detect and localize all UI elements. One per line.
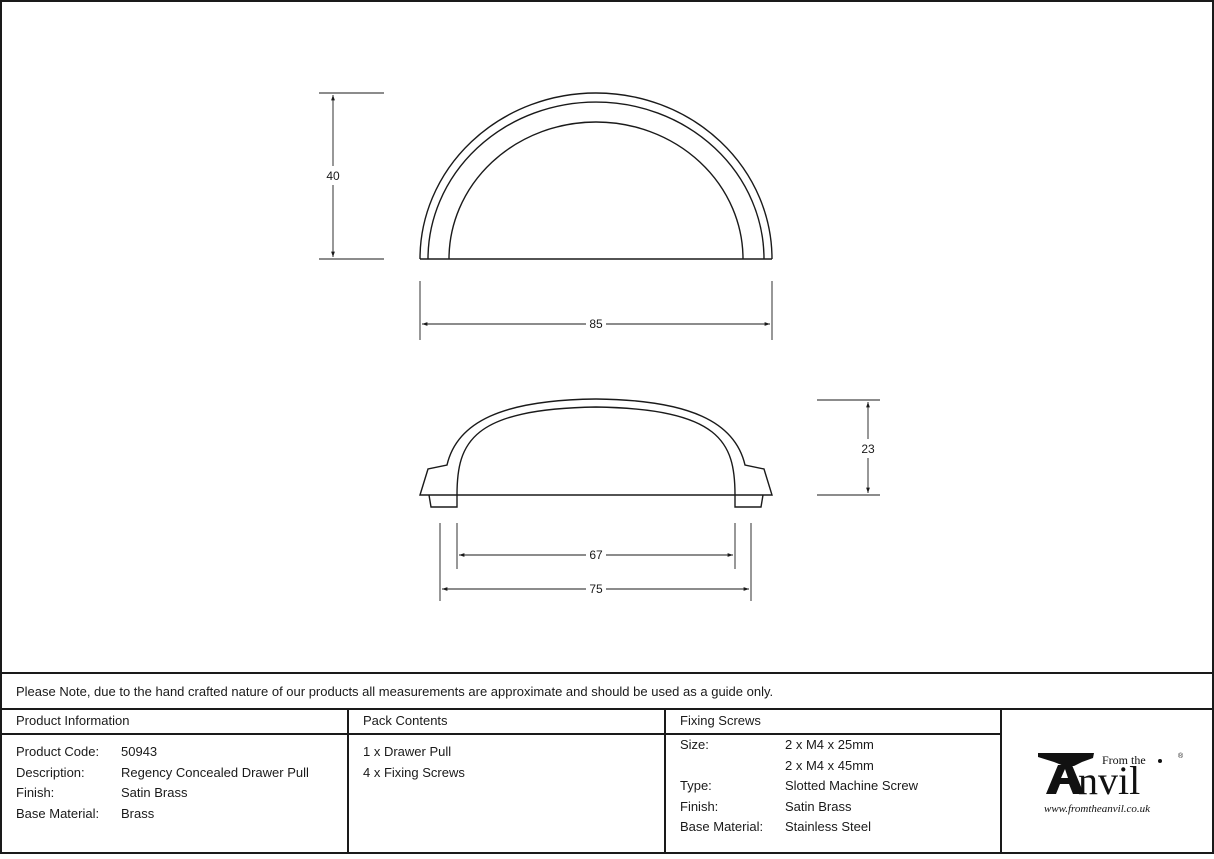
screw-value: Slotted Machine Screw <box>785 778 918 793</box>
info-row-product-code: Product Code: 50943 <box>16 742 347 763</box>
info-value: 50943 <box>121 744 158 759</box>
registered-mark: ® <box>1178 752 1184 760</box>
info-value: Satin Brass <box>121 785 188 800</box>
screw-label: Base Material: <box>680 819 764 834</box>
info-label: Product Code: <box>16 744 100 759</box>
logo-url: www.fromtheanvil.co.uk <box>1044 803 1151 815</box>
product-information-section: Product Information Product Code: 50943 … <box>2 710 349 854</box>
pack-contents-heading: Pack Contents <box>349 710 664 735</box>
base-width-dimension-label: 75 <box>589 582 603 596</box>
front-height-dimension-label: 23 <box>861 442 875 456</box>
top-view <box>419 92 773 260</box>
logo-big-text: nvil <box>1078 758 1140 803</box>
info-label: Description: <box>16 764 85 780</box>
screw-label: Finish: <box>680 798 719 814</box>
info-label: Base Material: <box>16 805 100 821</box>
info-label: Finish: <box>16 785 55 800</box>
top-view-dimensions <box>319 92 773 340</box>
front-view-dimensions <box>439 399 880 601</box>
info-row-base-material: Base Material: Brass <box>16 804 347 825</box>
screw-row-finish: Finish: Satin Brass <box>680 797 1000 818</box>
screw-row-size-2: 2 x M4 x 45mm <box>680 756 1000 777</box>
screw-value: 2 x M4 x 25mm <box>785 737 874 752</box>
screw-label: Type: <box>680 778 712 793</box>
drawing-area: 40 85 <box>2 2 1214 672</box>
width-dimension-label: 85 <box>589 317 603 331</box>
measurement-note: Please Note, due to the hand crafted nat… <box>2 672 1214 710</box>
fixing-screws-heading: Fixing Screws <box>666 710 1000 735</box>
screw-row-size: Size: 2 x M4 x 25mm <box>680 735 1000 756</box>
fixing-centres-dimension-label: 67 <box>589 548 603 562</box>
product-drawing: 40 85 <box>319 92 880 601</box>
screw-value: Satin Brass <box>785 798 852 814</box>
height-dimension-label: 40 <box>326 169 340 183</box>
info-table: Product Information Product Code: 50943 … <box>2 710 1214 856</box>
logo-dot <box>1158 759 1162 763</box>
info-row-description: Description: Regency Concealed Drawer Pu… <box>16 763 347 784</box>
info-value: Regency Concealed Drawer Pull <box>121 764 309 780</box>
screw-row-base-material: Base Material: Stainless Steel <box>680 817 1000 838</box>
screw-label <box>680 756 785 777</box>
logo-small-text: From the <box>1102 753 1146 767</box>
pack-item: 4 x Fixing Screws <box>363 764 465 780</box>
anvil-logo: From the nvil ® www.fromtheanvil.co.uk <box>1038 752 1184 815</box>
product-information-heading: Product Information <box>2 710 347 735</box>
screw-value: 2 x M4 x 45mm <box>785 757 874 773</box>
screw-row-type: Type: Slotted Machine Screw <box>680 776 1000 797</box>
pack-contents-section: Pack Contents 1 x Drawer Pull 4 x Fixing… <box>349 710 666 854</box>
front-view <box>419 398 773 508</box>
info-value: Brass <box>121 805 155 821</box>
screw-value: Stainless Steel <box>785 819 871 834</box>
anvil-icon <box>1038 753 1094 794</box>
screw-label: Size: <box>680 737 709 752</box>
pack-item: 1 x Drawer Pull <box>363 744 452 759</box>
fixing-screws-section: Fixing Screws Size: 2 x M4 x 25mm 2 x M4… <box>666 710 1002 854</box>
brand-logo: From the nvil ® www.fromtheanvil.co.uk <box>1002 710 1214 854</box>
info-row-finish: Finish: Satin Brass <box>16 783 347 804</box>
